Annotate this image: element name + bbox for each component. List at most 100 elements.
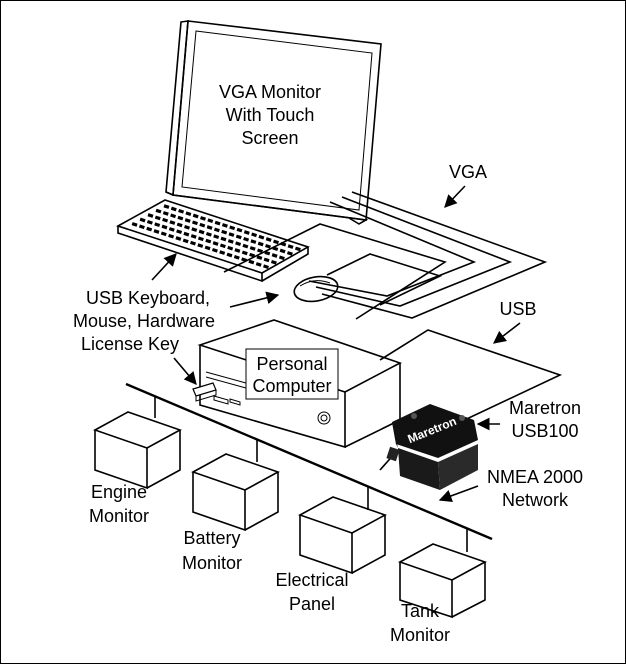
keyboard-key bbox=[258, 234, 265, 240]
keyboard-key bbox=[192, 213, 199, 219]
keyboard-key bbox=[272, 246, 279, 252]
keyboard-key bbox=[178, 208, 185, 214]
battery-label-line1: Battery bbox=[183, 528, 240, 548]
battery-monitor-box bbox=[191, 453, 280, 532]
keyboard-key bbox=[170, 213, 177, 219]
peripherals-label-line3: License Key bbox=[81, 334, 179, 354]
keyboard-key bbox=[213, 227, 220, 233]
engine-label-line1: Engine bbox=[91, 482, 147, 502]
keyboard-key bbox=[264, 250, 271, 256]
keyboard-key bbox=[197, 243, 204, 248]
maretron-usb100: Maretron bbox=[386, 404, 478, 490]
keyboard-key bbox=[192, 220, 198, 226]
keyboard-key bbox=[175, 236, 182, 241]
keyboard-key bbox=[233, 254, 240, 260]
keyboard-key bbox=[168, 227, 175, 232]
usb-label: USB bbox=[499, 299, 536, 319]
keyboard-key bbox=[286, 251, 293, 256]
keyboard-key bbox=[214, 220, 221, 226]
keyboard-key bbox=[163, 204, 170, 209]
keyboard-key bbox=[249, 252, 256, 258]
keyboard-key bbox=[204, 245, 211, 251]
computer-label-line1: Personal bbox=[256, 354, 327, 374]
keyboard-key bbox=[241, 257, 248, 263]
electrical-panel-box bbox=[298, 496, 387, 575]
keyboard-key bbox=[256, 255, 263, 260]
keyboard-key bbox=[199, 222, 206, 228]
keyboard-key bbox=[155, 208, 162, 214]
keyboard-key bbox=[243, 230, 250, 235]
keyboard-key bbox=[229, 225, 236, 231]
keyboard-key bbox=[226, 252, 233, 258]
vga-cable bbox=[308, 191, 548, 319]
peripherals-arrow-keyboard bbox=[151, 253, 177, 281]
keyboard-key bbox=[176, 222, 183, 228]
keyboard-key bbox=[185, 211, 192, 217]
keyboard-key bbox=[139, 217, 146, 223]
keyboard-key bbox=[227, 239, 234, 244]
keyboard-key bbox=[270, 259, 277, 265]
keyboard-key bbox=[177, 215, 184, 221]
keyboard-key bbox=[160, 231, 167, 237]
keyboard-key bbox=[248, 259, 255, 265]
keyboard-key bbox=[257, 248, 263, 254]
network-arrow bbox=[438, 485, 479, 503]
vga-label: VGA bbox=[449, 162, 487, 182]
monitor-label-line2: With Touch bbox=[226, 105, 315, 125]
keyboard-key bbox=[220, 236, 227, 242]
keyboard-key bbox=[198, 229, 205, 235]
peripherals-arrow-mouse bbox=[229, 291, 280, 308]
keyboard-key bbox=[255, 262, 262, 267]
keyboard-key bbox=[191, 227, 198, 232]
electrical-label-line1: Electrical bbox=[275, 570, 348, 590]
keyboard-key bbox=[212, 241, 219, 246]
vga-arrow bbox=[444, 185, 466, 208]
keyboard-key bbox=[161, 224, 168, 230]
usb-keyboard bbox=[116, 199, 310, 283]
tank-monitor-box bbox=[398, 543, 487, 619]
keyboard-key bbox=[279, 248, 286, 254]
engine-label-line2: Monitor bbox=[89, 506, 149, 526]
computer-label-box bbox=[245, 348, 339, 400]
keyboard-key bbox=[263, 264, 269, 270]
keyboard-key bbox=[294, 246, 301, 252]
keyboard-key bbox=[197, 236, 204, 242]
electrical-label-line2: Panel bbox=[289, 594, 335, 614]
peripherals-arrow-key bbox=[173, 357, 197, 385]
keyboard-key bbox=[146, 220, 153, 225]
keyboard-key bbox=[257, 241, 264, 247]
keyboard-key bbox=[265, 237, 272, 242]
peripherals-label-line2: Mouse, Hardware bbox=[73, 311, 215, 331]
keyboard-key bbox=[250, 239, 257, 244]
keyboard-key bbox=[190, 240, 196, 246]
keyboard-key bbox=[278, 255, 285, 261]
keyboard-key bbox=[131, 222, 138, 227]
keyboard-key bbox=[228, 232, 235, 237]
peripherals-label-line1: USB Keyboard, bbox=[86, 288, 210, 308]
keyboard-key bbox=[236, 227, 243, 233]
keyboard-key bbox=[227, 245, 234, 251]
keyboard-key bbox=[184, 218, 191, 223]
keyboard-key bbox=[205, 231, 212, 237]
keyboard-key bbox=[183, 231, 190, 237]
monitor-label-line3: Screen bbox=[241, 128, 298, 148]
usb-arrow bbox=[492, 322, 521, 344]
keyboard-key bbox=[184, 224, 190, 230]
monitor-label-line1: VGA Monitor bbox=[219, 82, 321, 102]
keyboard-key bbox=[176, 229, 183, 235]
keyboard-key bbox=[273, 239, 279, 245]
usb100-label-line2: USB100 bbox=[511, 421, 578, 441]
keyboard-key bbox=[251, 232, 258, 238]
desk-mat bbox=[223, 223, 447, 320]
battery-label-line2: Monitor bbox=[182, 553, 242, 573]
keyboard-key bbox=[190, 234, 197, 239]
keyboard-key bbox=[235, 234, 242, 240]
keyboard-key bbox=[271, 253, 278, 258]
keyboard-key bbox=[162, 211, 169, 216]
keyboard-key bbox=[153, 229, 160, 234]
keyboard-key bbox=[241, 250, 248, 256]
keyboard-key bbox=[170, 206, 177, 212]
tank-label-line2: Monitor bbox=[390, 625, 450, 645]
